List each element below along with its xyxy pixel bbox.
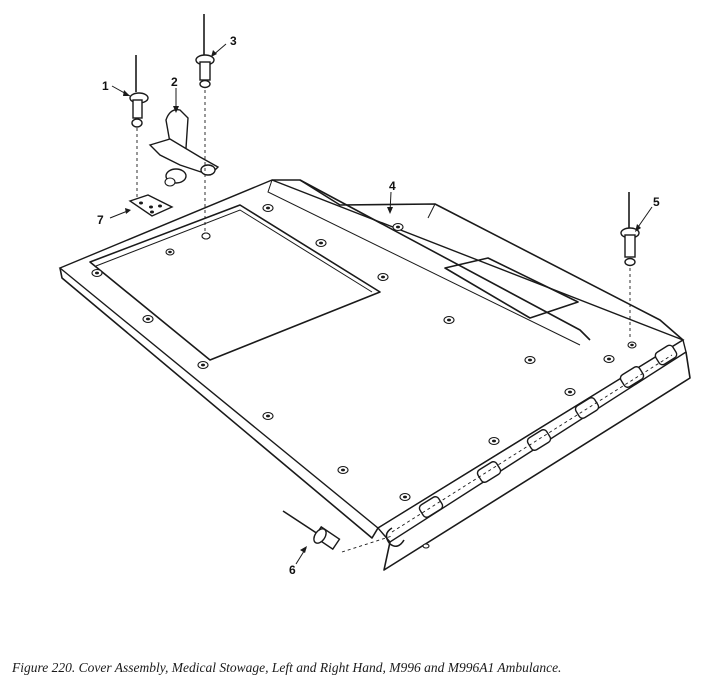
hinge-knuckle: [526, 429, 552, 451]
hinge-pin-end: [385, 527, 405, 548]
hinge-knuckles: [385, 344, 678, 549]
latch-part-2: [148, 109, 220, 187]
callout-labels: 1 2 3 4 5 6 7: [97, 34, 660, 577]
hole: [262, 203, 274, 213]
callout-6: 6: [289, 563, 296, 577]
rivet-part-1: [129, 55, 149, 205]
hole: [142, 314, 154, 324]
callout-4: 4: [389, 179, 396, 193]
rivet-part-3: [195, 14, 215, 240]
hole: [315, 238, 327, 248]
rivet-part-5: [620, 192, 640, 340]
hole: [627, 341, 637, 349]
hole: [262, 411, 274, 421]
hole: [399, 492, 411, 502]
hinge-knuckle: [418, 496, 444, 518]
hole: [337, 465, 349, 475]
hinge-knuckle: [619, 366, 645, 388]
hole: [197, 360, 209, 370]
mounting-holes: [91, 203, 637, 502]
hinge-knuckle: [574, 397, 600, 419]
hole: [603, 354, 615, 364]
figure-caption: Figure 220. Cover Assembly, Medical Stow…: [12, 660, 562, 675]
hole: [564, 387, 576, 397]
callout-1: 1: [102, 79, 109, 93]
callout-7: 7: [97, 213, 104, 227]
hole: [165, 248, 175, 256]
hole: [443, 315, 455, 325]
callout-5: 5: [653, 195, 660, 209]
hole: [91, 268, 103, 278]
hole: [392, 222, 404, 232]
hole: [524, 355, 536, 365]
hole: [377, 272, 389, 282]
exploded-parts-diagram: 1 2 3 4 5 6 7: [58, 14, 691, 577]
hole: [488, 436, 500, 446]
callout-3: 3: [230, 34, 237, 48]
callout-leaders: [109, 43, 653, 565]
cover-plate: [58, 179, 691, 571]
hole: [422, 543, 430, 549]
plate-part-7: [128, 194, 174, 217]
hinge-pin-part-6: [282, 510, 393, 553]
callout-2: 2: [171, 75, 178, 89]
hinge-knuckle: [654, 344, 678, 366]
